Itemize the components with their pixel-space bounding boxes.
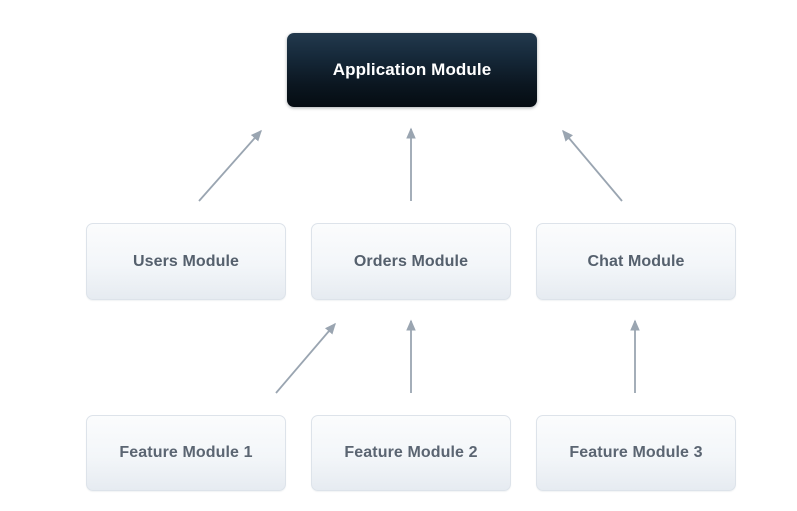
node-label: Application Module: [332, 60, 492, 79]
node-users-module[interactable]: Users Module: [86, 223, 286, 300]
node-label: Orders Module: [353, 252, 469, 270]
node-feature-module-2[interactable]: Feature Module 2: [311, 415, 511, 491]
node-application-module[interactable]: Application Module: [287, 33, 537, 107]
node-label: Feature Module 3: [569, 444, 703, 461]
node-label: Users Module: [132, 252, 240, 270]
node-orders-module[interactable]: Orders Module: [311, 223, 511, 300]
node-feature-module-3[interactable]: Feature Module 3: [536, 415, 736, 491]
node-chat-module[interactable]: Chat Module: [536, 223, 736, 300]
edge-feature1-to-orders: [275, 322, 336, 394]
node-label: Feature Module 1: [119, 444, 253, 461]
node-label: Feature Module 2: [344, 444, 478, 461]
edge-users-to-application: [198, 129, 262, 202]
node-label: Chat Module: [587, 252, 685, 270]
node-feature-module-1[interactable]: Feature Module 1: [86, 415, 286, 491]
edge-chat-to-application: [562, 129, 623, 202]
